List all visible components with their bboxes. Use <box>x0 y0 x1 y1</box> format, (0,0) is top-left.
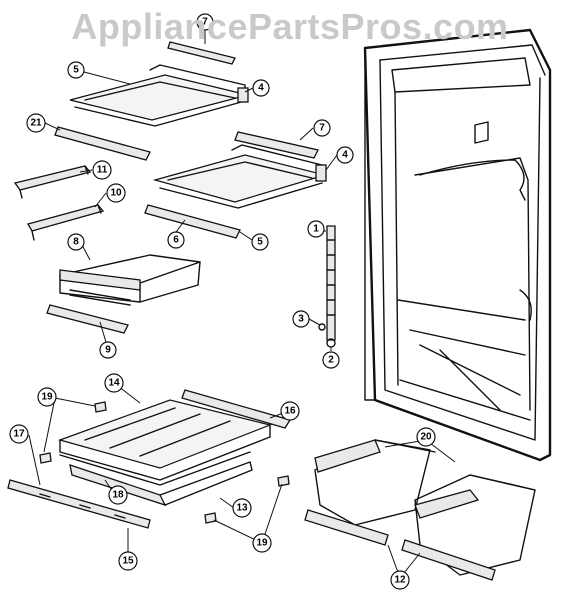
callout-9: 9 <box>99 341 117 359</box>
drawer-cover-9 <box>46 304 129 334</box>
svg-text:1: 1 <box>313 224 319 235</box>
callout-2: 2 <box>322 351 340 369</box>
callout-5-top: 5 <box>67 61 85 79</box>
svg-text:15: 15 <box>122 556 134 567</box>
callout-19-top: 19 <box>37 387 57 407</box>
middle-shelf-trim-7 <box>234 131 319 159</box>
svg-text:6: 6 <box>173 235 179 246</box>
callout-4-middle: 4 <box>336 146 354 164</box>
svg-text:19: 19 <box>41 392 53 403</box>
upper-shelf-trim-7 <box>167 41 236 65</box>
middle-shelf <box>152 144 328 209</box>
clips-19 <box>39 401 290 524</box>
drawer-covers-12 <box>304 509 496 581</box>
callout-3: 3 <box>292 310 310 328</box>
front-trim-21 <box>54 126 151 161</box>
svg-text:4: 4 <box>258 83 264 94</box>
svg-text:10: 10 <box>110 188 122 199</box>
callout-6: 6 <box>167 231 185 249</box>
upper-shelf <box>69 64 249 127</box>
trim-16 <box>181 389 292 429</box>
crisper-cover-14 <box>58 399 272 481</box>
svg-text:19: 19 <box>256 538 268 549</box>
callout-8: 8 <box>67 233 85 251</box>
svg-text:2: 2 <box>328 355 334 366</box>
callout-16: 16 <box>280 401 300 421</box>
svg-text:5: 5 <box>73 65 79 76</box>
svg-text:5: 5 <box>257 237 263 248</box>
crisper-frame-13 <box>59 451 253 507</box>
callout-19-bottom: 19 <box>252 533 272 553</box>
callout-4-top: 4 <box>252 79 270 97</box>
callout-5-middle: 5 <box>251 233 269 251</box>
svg-text:4: 4 <box>342 150 348 161</box>
svg-text:21: 21 <box>30 118 42 129</box>
front-trim-17 <box>7 479 151 529</box>
svg-text:18: 18 <box>112 490 124 501</box>
callout-1: 1 <box>307 220 325 238</box>
callout-20: 20 <box>416 427 436 447</box>
callout-10: 10 <box>106 183 126 203</box>
callout-11: 11 <box>92 160 112 180</box>
svg-text:8: 8 <box>73 237 79 248</box>
callout-17: 17 <box>9 424 29 444</box>
drawer-8 <box>59 254 201 306</box>
crisper-drawer-left-20 <box>314 439 436 526</box>
callout-21: 21 <box>26 113 46 133</box>
callout-13: 13 <box>232 498 252 518</box>
svg-text:20: 20 <box>420 432 432 443</box>
bracket-11 <box>13 165 92 199</box>
refrigerator-cabinet <box>363 28 552 462</box>
svg-text:13: 13 <box>236 503 248 514</box>
callout-7-top: 7 <box>196 13 214 31</box>
side-rail-1 <box>318 225 336 348</box>
svg-text:3: 3 <box>298 314 304 325</box>
leader-lines <box>28 28 456 579</box>
svg-text:16: 16 <box>284 406 296 417</box>
svg-text:12: 12 <box>394 575 406 586</box>
callout-18: 18 <box>108 485 128 505</box>
svg-text:7: 7 <box>202 17 208 28</box>
callout-14: 14 <box>104 373 124 393</box>
svg-text:17: 17 <box>13 429 25 440</box>
bracket-10 <box>27 204 105 241</box>
callout-7-middle: 7 <box>313 119 331 137</box>
svg-text:11: 11 <box>97 165 108 176</box>
svg-text:14: 14 <box>108 378 120 389</box>
callout-15: 15 <box>118 551 138 571</box>
svg-text:7: 7 <box>319 123 325 134</box>
svg-text:9: 9 <box>105 345 111 356</box>
front-trim-6 <box>144 204 241 239</box>
callout-12: 12 <box>390 570 410 590</box>
